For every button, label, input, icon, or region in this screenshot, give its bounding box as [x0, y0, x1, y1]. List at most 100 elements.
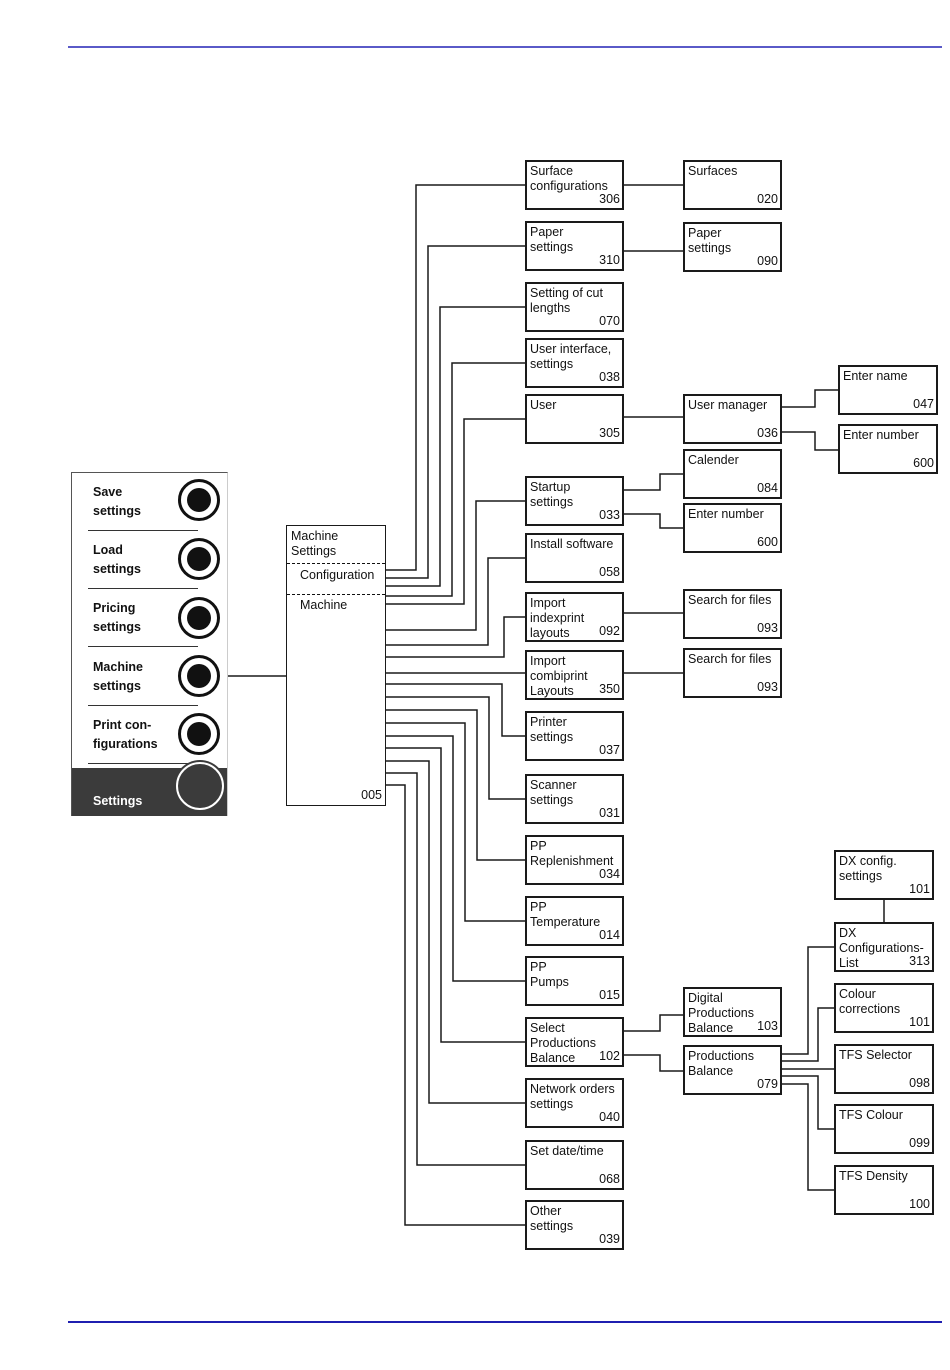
box-code: 015	[599, 988, 620, 1002]
section-configuration: Configuration	[300, 568, 375, 582]
menu-item-print-configurations[interactable]: Print con- figurations	[88, 706, 198, 764]
box-code: 084	[757, 481, 778, 495]
box-label: PP Replenishment	[530, 839, 614, 868]
connector-line	[386, 245, 525, 579]
box-code: 037	[599, 743, 620, 757]
box-code: 101	[909, 882, 930, 896]
box-code: 098	[909, 1076, 930, 1090]
box-code: 034	[599, 867, 620, 881]
radio-button-icon[interactable]	[178, 713, 220, 755]
radio-button-icon[interactable]	[178, 597, 220, 639]
box-label: Select Productions Balance	[530, 1021, 597, 1065]
box-code: 068	[599, 1172, 620, 1186]
menu-item-save-settings[interactable]: Save settings	[88, 473, 198, 531]
box-label: Surfaces	[688, 164, 738, 178]
connector-line	[386, 557, 525, 646]
box-label: Set date/time	[530, 1144, 604, 1158]
box-label: Paper settings	[530, 225, 574, 254]
menu-item-label: Machine settings	[93, 660, 144, 693]
circle-icon	[176, 762, 224, 810]
connector-line	[782, 1075, 834, 1130]
box-code: 070	[599, 314, 620, 328]
box-code: 079	[757, 1077, 778, 1091]
box-code: 058	[599, 565, 620, 579]
box-label: Network orders settings	[530, 1082, 615, 1111]
box-code: 100	[909, 1197, 930, 1211]
menu-box: Other settings 039	[525, 1200, 624, 1250]
box-label: TFS Colour	[839, 1108, 903, 1122]
box-code: 099	[909, 1136, 930, 1150]
dashed-divider	[287, 563, 385, 564]
settings-menu-panel: Save settings Load settings Pricing sett…	[71, 472, 228, 816]
connector-line	[386, 616, 525, 658]
box-code: 090	[757, 254, 778, 268]
connector-line	[386, 418, 525, 605]
connector-line	[782, 389, 838, 408]
radio-button-icon[interactable]	[178, 538, 220, 580]
radio-button-icon[interactable]	[178, 655, 220, 697]
connector-line	[386, 184, 525, 571]
box-label: Search for files	[688, 593, 772, 607]
menu-box: Set date/time 068	[525, 1140, 624, 1190]
box-label: Other settings	[530, 1204, 574, 1233]
box-label: Scanner settings	[530, 778, 577, 807]
box-label: Import combiprint Layouts	[530, 654, 588, 698]
box-code: 038	[599, 370, 620, 384]
machine-settings-box: Machine Settings Configuration Machine 0…	[286, 525, 386, 806]
box-label: Import indexprint layouts	[530, 596, 585, 640]
box-code: 014	[599, 928, 620, 942]
menu-item-pricing-settings[interactable]: Pricing settings	[88, 589, 198, 647]
box-label: Digital Productions Balance	[688, 991, 755, 1035]
box-label: Install software	[530, 537, 614, 551]
box-code: 600	[913, 456, 934, 470]
dashed-divider	[287, 594, 385, 595]
connector-line	[386, 683, 525, 737]
connector-line	[386, 362, 525, 597]
box-label: Printer settings	[530, 715, 574, 744]
connector-line	[782, 1007, 834, 1062]
footer-rule	[68, 1321, 942, 1323]
connector-line	[386, 306, 525, 587]
box-label: Startup settings	[530, 480, 574, 509]
box-title: Machine Settings	[291, 529, 339, 558]
connector-line	[386, 696, 525, 800]
menu-item-machine-settings[interactable]: Machine settings	[88, 648, 198, 706]
box-label: Surface configurations	[530, 164, 608, 193]
connector-line	[386, 722, 525, 922]
menu-item-load-settings[interactable]: Load settings	[88, 531, 198, 589]
menu-item-settings-active[interactable]: Settings	[72, 762, 227, 816]
box-code: 102	[599, 1049, 620, 1063]
box-label: TFS Selector	[839, 1048, 912, 1062]
box-label: TFS Density	[839, 1169, 908, 1183]
submenu-box: TFS Selector 098	[834, 1044, 934, 1094]
box-code: 103	[757, 1019, 778, 1033]
connector-line	[624, 1014, 683, 1032]
menu-box: Install software 058	[525, 533, 624, 583]
box-code: 039	[599, 1232, 620, 1246]
box-code: 040	[599, 1110, 620, 1124]
menu-item-label: Print con- figurations	[93, 718, 158, 751]
box-code: 047	[913, 397, 934, 411]
radio-button-icon[interactable]	[178, 479, 220, 521]
menu-item-label: Settings	[93, 794, 143, 808]
box-code: 093	[757, 621, 778, 635]
box-label: Search for files	[688, 652, 772, 666]
box-code: 305	[599, 426, 620, 440]
